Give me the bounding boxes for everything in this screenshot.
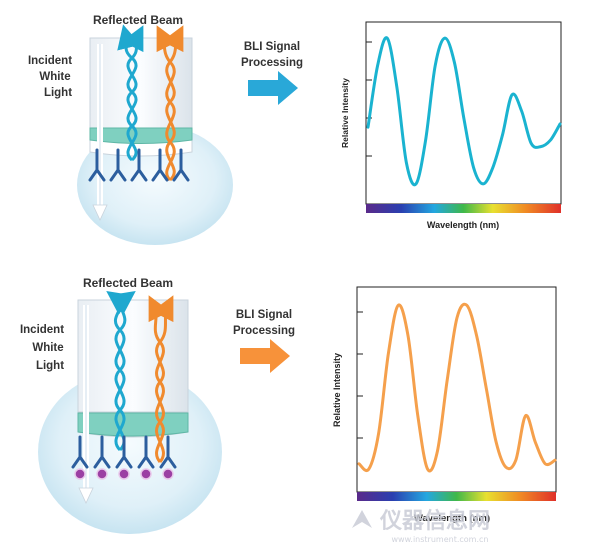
- x-axis-label: Wavelength (nm): [427, 220, 499, 230]
- y-axis-label: Relative Intensity: [332, 353, 342, 427]
- reflected-beam-label: Reflected Beam: [83, 276, 173, 290]
- incident-light-label-1: Incident: [28, 55, 72, 67]
- spectrum-bar: [366, 204, 561, 213]
- watermark-url: www.instrument.com.cn: [392, 535, 489, 544]
- signal-arrow-blue: [248, 71, 298, 105]
- chart-top: Relative Intensity Wavelength (nm): [340, 21, 562, 230]
- incident-light-label-3: Light: [44, 87, 72, 99]
- signal-label-1: BLI Signal: [236, 309, 292, 321]
- watermark: 仪器信息网 www.instrument.com.cn: [352, 508, 490, 544]
- y-axis-label: Relative Intensity: [340, 78, 350, 148]
- incident-light-label-1: Incident: [20, 324, 64, 336]
- spectrum-trace: [357, 302, 557, 473]
- signal-label-2: Processing: [241, 57, 303, 69]
- panel-top: Reflected Beam Incident White Light BLI …: [28, 13, 562, 245]
- sensor-layer: [89, 127, 193, 144]
- chart-bottom: Relative Intensity Wavelength (nm): [332, 286, 557, 524]
- signal-arrow-orange: [240, 339, 290, 373]
- y-ticks: [357, 311, 363, 439]
- spectrum-bar: [357, 492, 556, 501]
- biosensor-fiber: [77, 299, 189, 413]
- signal-label-2: Processing: [233, 325, 295, 337]
- biosensor-fiber: [89, 37, 193, 141]
- chart-frame: [365, 21, 562, 205]
- bound-analyte-row: [74, 468, 174, 480]
- sensor-layer: [77, 412, 189, 437]
- signal-label-1: BLI Signal: [244, 41, 300, 53]
- incident-light-label-2: White: [32, 342, 63, 354]
- reflected-beam-label: Reflected Beam: [93, 13, 183, 27]
- spectrum-trace: [366, 36, 562, 187]
- incident-light-label-3: Light: [36, 360, 64, 372]
- antibody-row: [71, 435, 177, 469]
- panel-bottom: Reflected Beam Incident White Light BLI …: [20, 276, 557, 534]
- incident-light-label-2: White: [39, 71, 70, 83]
- x-axis-label: Wavelength (nm): [414, 513, 490, 524]
- watermark-text: 仪器信息网: [379, 508, 490, 534]
- antibody-row: [88, 148, 190, 182]
- watermark-logo-icon: [352, 510, 372, 528]
